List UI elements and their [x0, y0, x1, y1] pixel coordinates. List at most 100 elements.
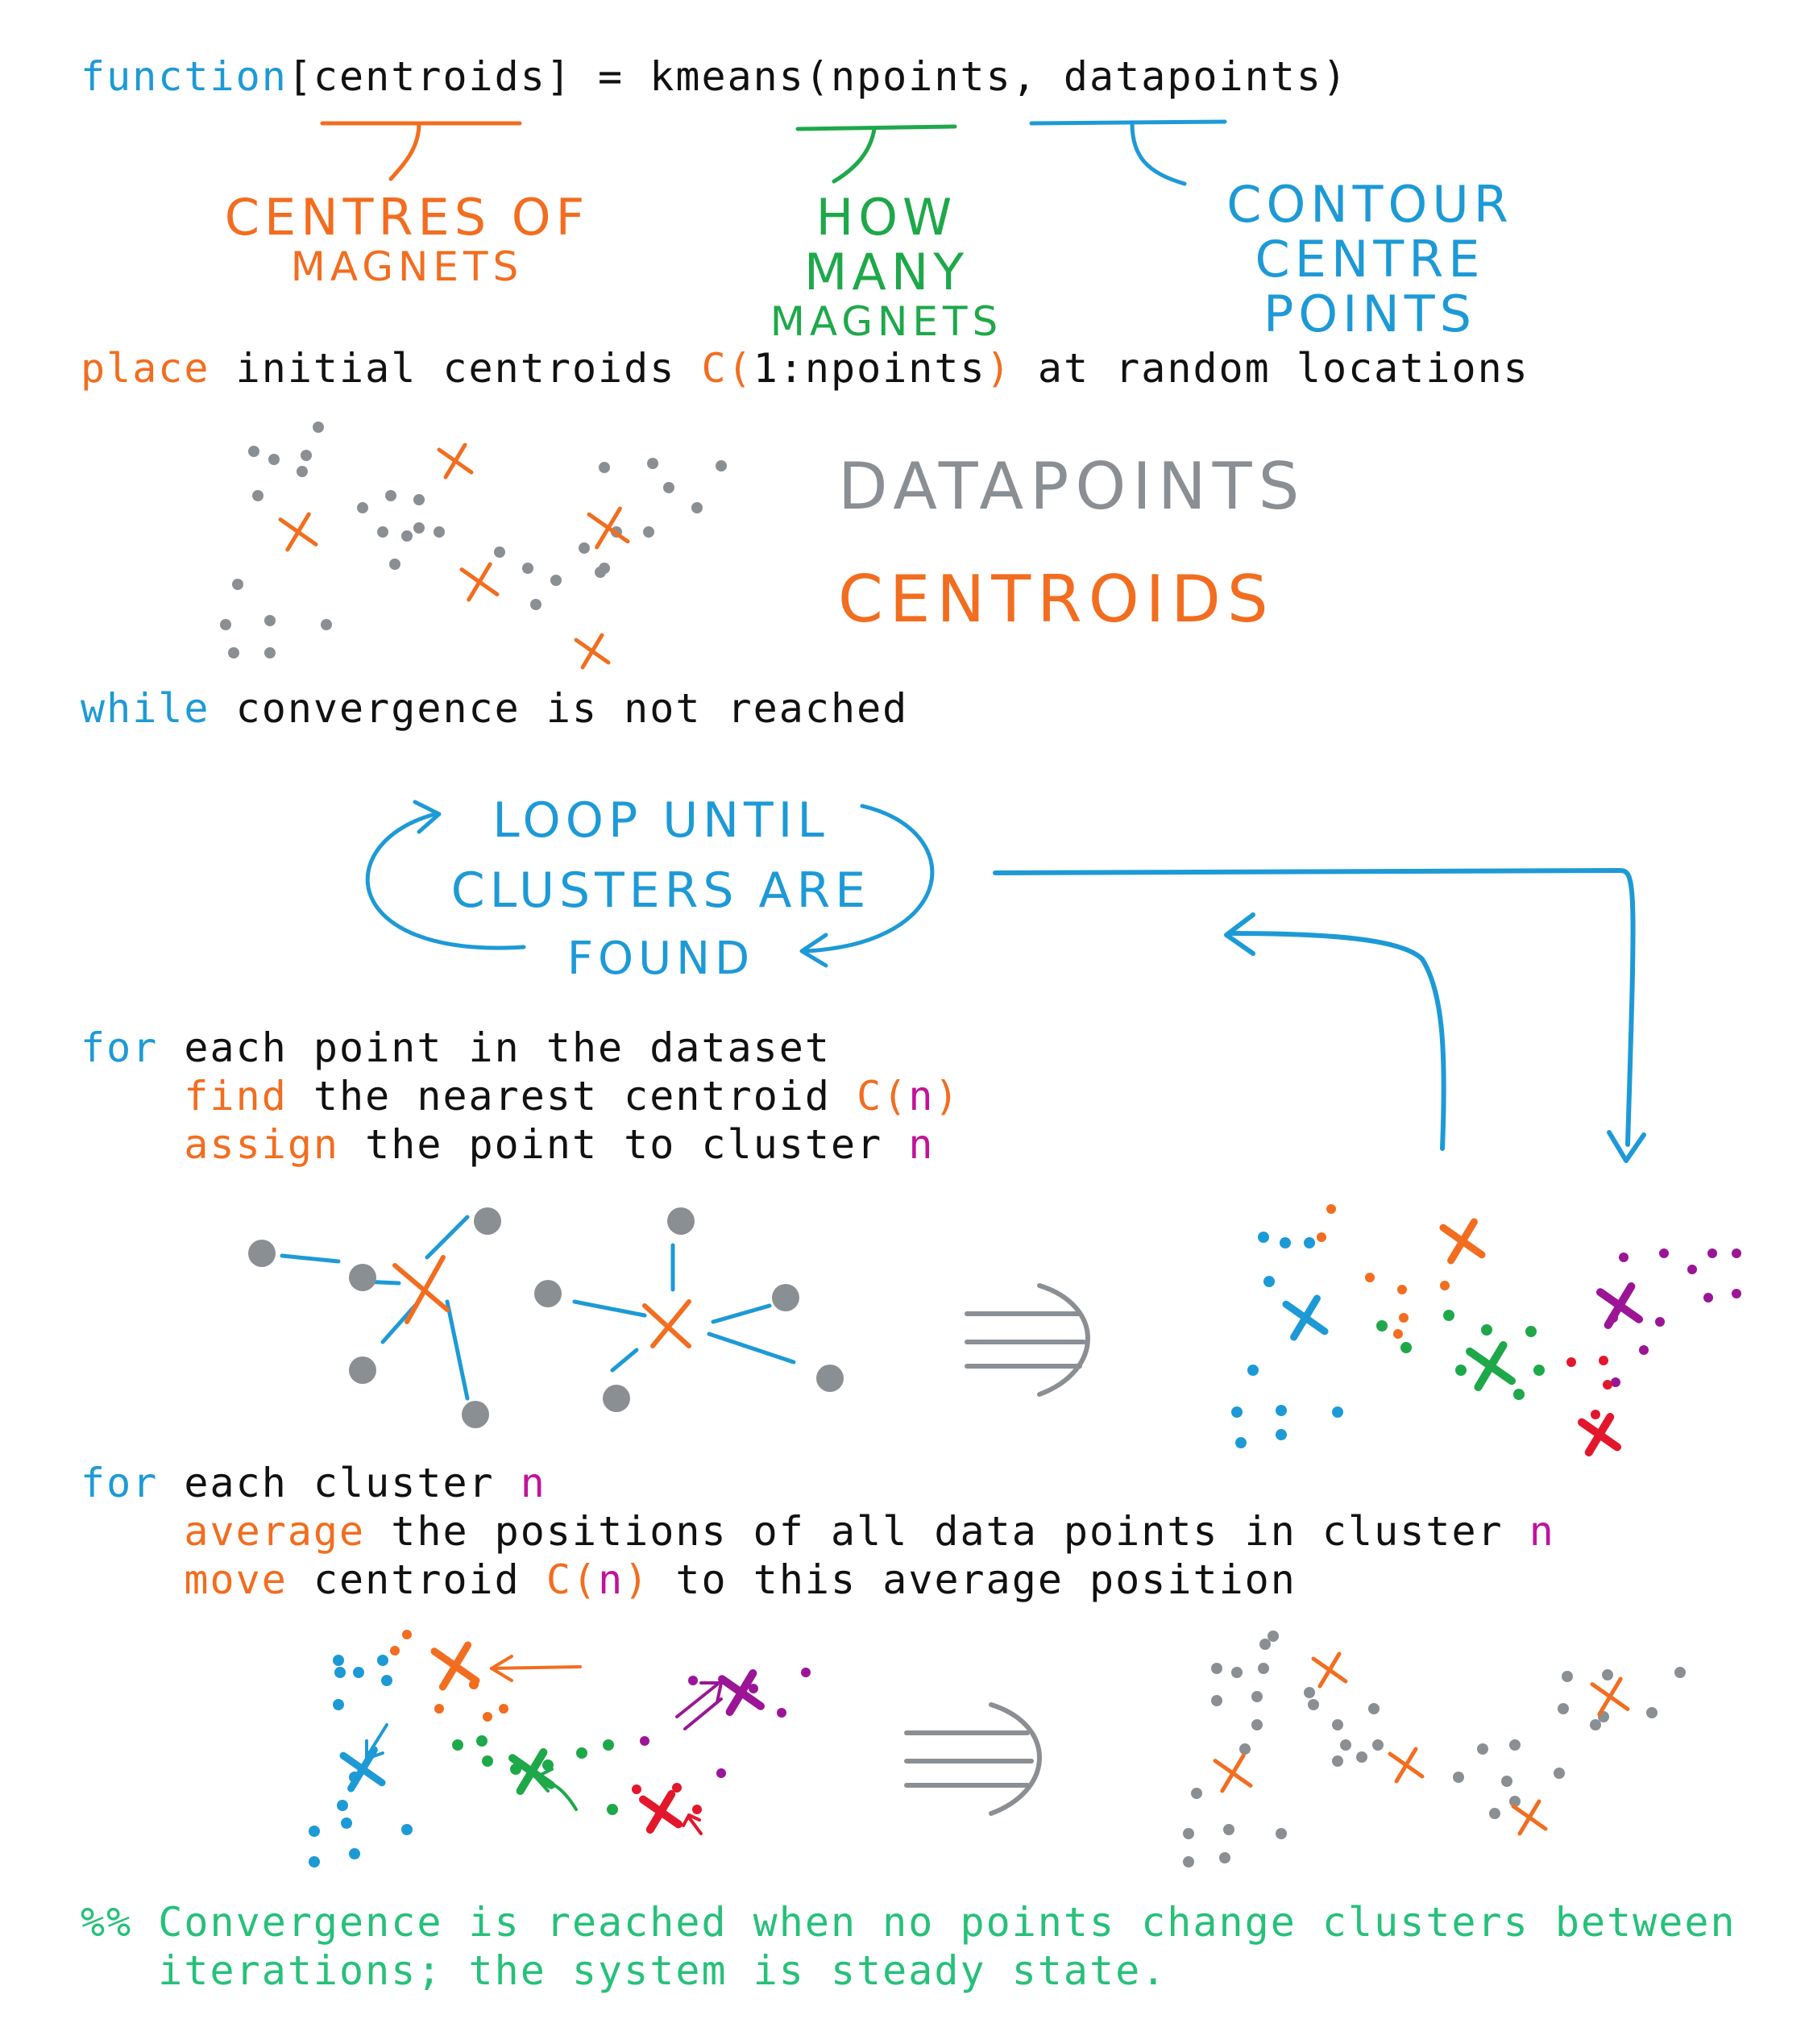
datapoint-orange	[1365, 1273, 1375, 1282]
annotation-centroids: CENTRES OF MAGNETS	[218, 188, 596, 289]
datapoint-blue	[1235, 1437, 1247, 1448]
function-keyword: function	[81, 53, 288, 100]
while-text: convergence is not reached	[210, 685, 909, 732]
for-keyword-1: for	[81, 1024, 159, 1071]
datapoint	[377, 526, 388, 538]
datapoint	[1501, 1776, 1512, 1787]
centroid-icon	[437, 442, 474, 480]
initial-scatter	[220, 422, 727, 670]
centroid-icon	[459, 562, 500, 602]
datapoint	[550, 575, 562, 586]
datapoint-blue	[309, 1826, 320, 1837]
convergence-comment: %% Convergence is reached when no points…	[81, 1898, 1736, 1995]
datapoint-purple	[688, 1676, 698, 1685]
legend-centroids: CENTROIDS	[838, 562, 1275, 637]
datapoint-green	[1443, 1310, 1454, 1321]
datapoint	[321, 619, 332, 630]
datapoint	[1276, 1828, 1287, 1839]
centroid-red-icon	[1578, 1413, 1621, 1456]
datapoint	[264, 615, 276, 626]
place-c-open: C(	[701, 345, 753, 392]
datapoint-orange	[402, 1630, 412, 1639]
datapoint	[1477, 1743, 1488, 1755]
cluster-n: n	[520, 1460, 546, 1506]
centroid-icon	[1590, 1676, 1630, 1717]
average-keyword: average	[184, 1508, 366, 1555]
datapoint	[1602, 1669, 1613, 1680]
annotation-datapoints-line2: CENTRE POINTS	[1255, 230, 1485, 344]
for-keyword-2: for	[81, 1460, 159, 1506]
datapoint	[522, 563, 533, 574]
annotation-centroids-line1: CENTRES OF	[224, 188, 590, 247]
bracket-datapoints	[1029, 119, 1227, 186]
datapoint-purple	[640, 1736, 649, 1746]
datapoint	[667, 1207, 695, 1235]
datapoint-blue	[1263, 1276, 1275, 1287]
datapoint	[716, 460, 727, 472]
datapoint-orange	[1399, 1313, 1409, 1323]
datapoint	[1558, 1703, 1569, 1714]
move-c-open: C(	[546, 1556, 599, 1603]
centroid-blue-icon	[1282, 1294, 1329, 1341]
implies-icon-1	[965, 1283, 1090, 1397]
annotation-datapoints: CONTOUR CENTRE POINTS	[1144, 177, 1595, 343]
datapoint-green	[576, 1747, 587, 1759]
datapoint	[1489, 1808, 1500, 1819]
datapoint	[1223, 1824, 1234, 1835]
bracket-centroids	[320, 121, 522, 181]
centroid-purple-icon	[1596, 1282, 1643, 1329]
datapoint	[264, 647, 276, 658]
datapoint	[434, 526, 445, 538]
bracket-npoints	[795, 124, 957, 184]
datapoint-blue	[401, 1824, 413, 1835]
datapoint-purple	[1703, 1293, 1713, 1302]
datapoint-blue	[381, 1675, 392, 1686]
datapoint	[1590, 1719, 1601, 1730]
find-n: n	[908, 1073, 935, 1120]
centroid-red-icon	[639, 1790, 683, 1834]
datapoint	[1239, 1743, 1251, 1755]
centroid-orange-icon	[430, 1641, 480, 1691]
annotation-npoints-line1: HOW MANY	[803, 188, 969, 302]
datapoint	[248, 1240, 276, 1267]
datapoint	[534, 1280, 562, 1307]
assignment-centroid-icons	[392, 1255, 691, 1348]
centroid-icon	[1511, 1799, 1548, 1836]
average-n: n	[1529, 1508, 1555, 1555]
datapoint	[1183, 1828, 1194, 1839]
datapoint-red	[632, 1784, 641, 1794]
datapoint	[1372, 1739, 1384, 1751]
datapoint-purple	[801, 1668, 811, 1677]
datapoint-green	[1513, 1389, 1525, 1400]
datapoint-green	[1525, 1326, 1537, 1337]
datapoint	[357, 502, 368, 513]
datapoint	[691, 502, 703, 513]
datapoint	[413, 522, 425, 534]
datapoint	[1332, 1719, 1343, 1730]
datapoint	[1211, 1695, 1222, 1706]
datapoint-blue	[1276, 1429, 1287, 1440]
datapoint	[1646, 1707, 1658, 1718]
datapoint	[1674, 1667, 1686, 1678]
datapoint	[1332, 1755, 1343, 1767]
datapoint	[1453, 1772, 1464, 1783]
datapoint	[252, 490, 263, 501]
datapoint	[385, 490, 396, 501]
datapoint-blue	[1280, 1237, 1291, 1248]
datapoint	[1509, 1796, 1521, 1807]
datapoint	[268, 454, 280, 465]
place-text-2: at random locations	[1011, 345, 1529, 392]
datapoint-red	[1603, 1380, 1612, 1390]
move-keyword: move	[184, 1556, 288, 1603]
datapoint	[1258, 1663, 1269, 1674]
datapoint	[1340, 1739, 1351, 1751]
datapoint-blue	[333, 1655, 344, 1666]
datapoint	[816, 1365, 844, 1392]
for-clusters-line1: each cluster	[158, 1460, 521, 1506]
datapoint-green	[1533, 1365, 1545, 1376]
datapoint-orange	[1317, 1232, 1326, 1242]
datapoint-orange	[1440, 1281, 1450, 1290]
datapoint-blue	[341, 1818, 352, 1829]
annotation-npoints-line2: MAGNETS	[770, 298, 1003, 346]
place-keyword: place	[81, 345, 210, 392]
